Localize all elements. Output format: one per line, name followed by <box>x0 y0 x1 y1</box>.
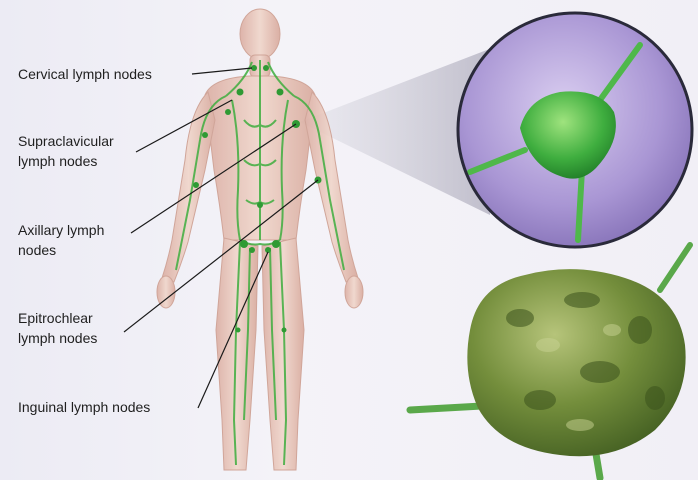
enlarged-diseased-node <box>410 245 690 478</box>
label-inguinal-lymph-nodes: Inguinal lymph nodes <box>18 397 150 417</box>
label-epitrochlear-lymph-nodes: Epitrochlear lymph nodes <box>18 308 97 348</box>
label-supraclavicular-lymph-nodes: Supraclavicular lymph nodes <box>18 131 114 171</box>
magnified-normal-node <box>458 13 692 247</box>
leader-line-cervical <box>192 68 252 74</box>
label-axillary-lymph-nodes: Axillary lymph nodes <box>18 220 104 260</box>
label-cervical-lymph-nodes: Cervical lymph nodes <box>18 64 152 84</box>
